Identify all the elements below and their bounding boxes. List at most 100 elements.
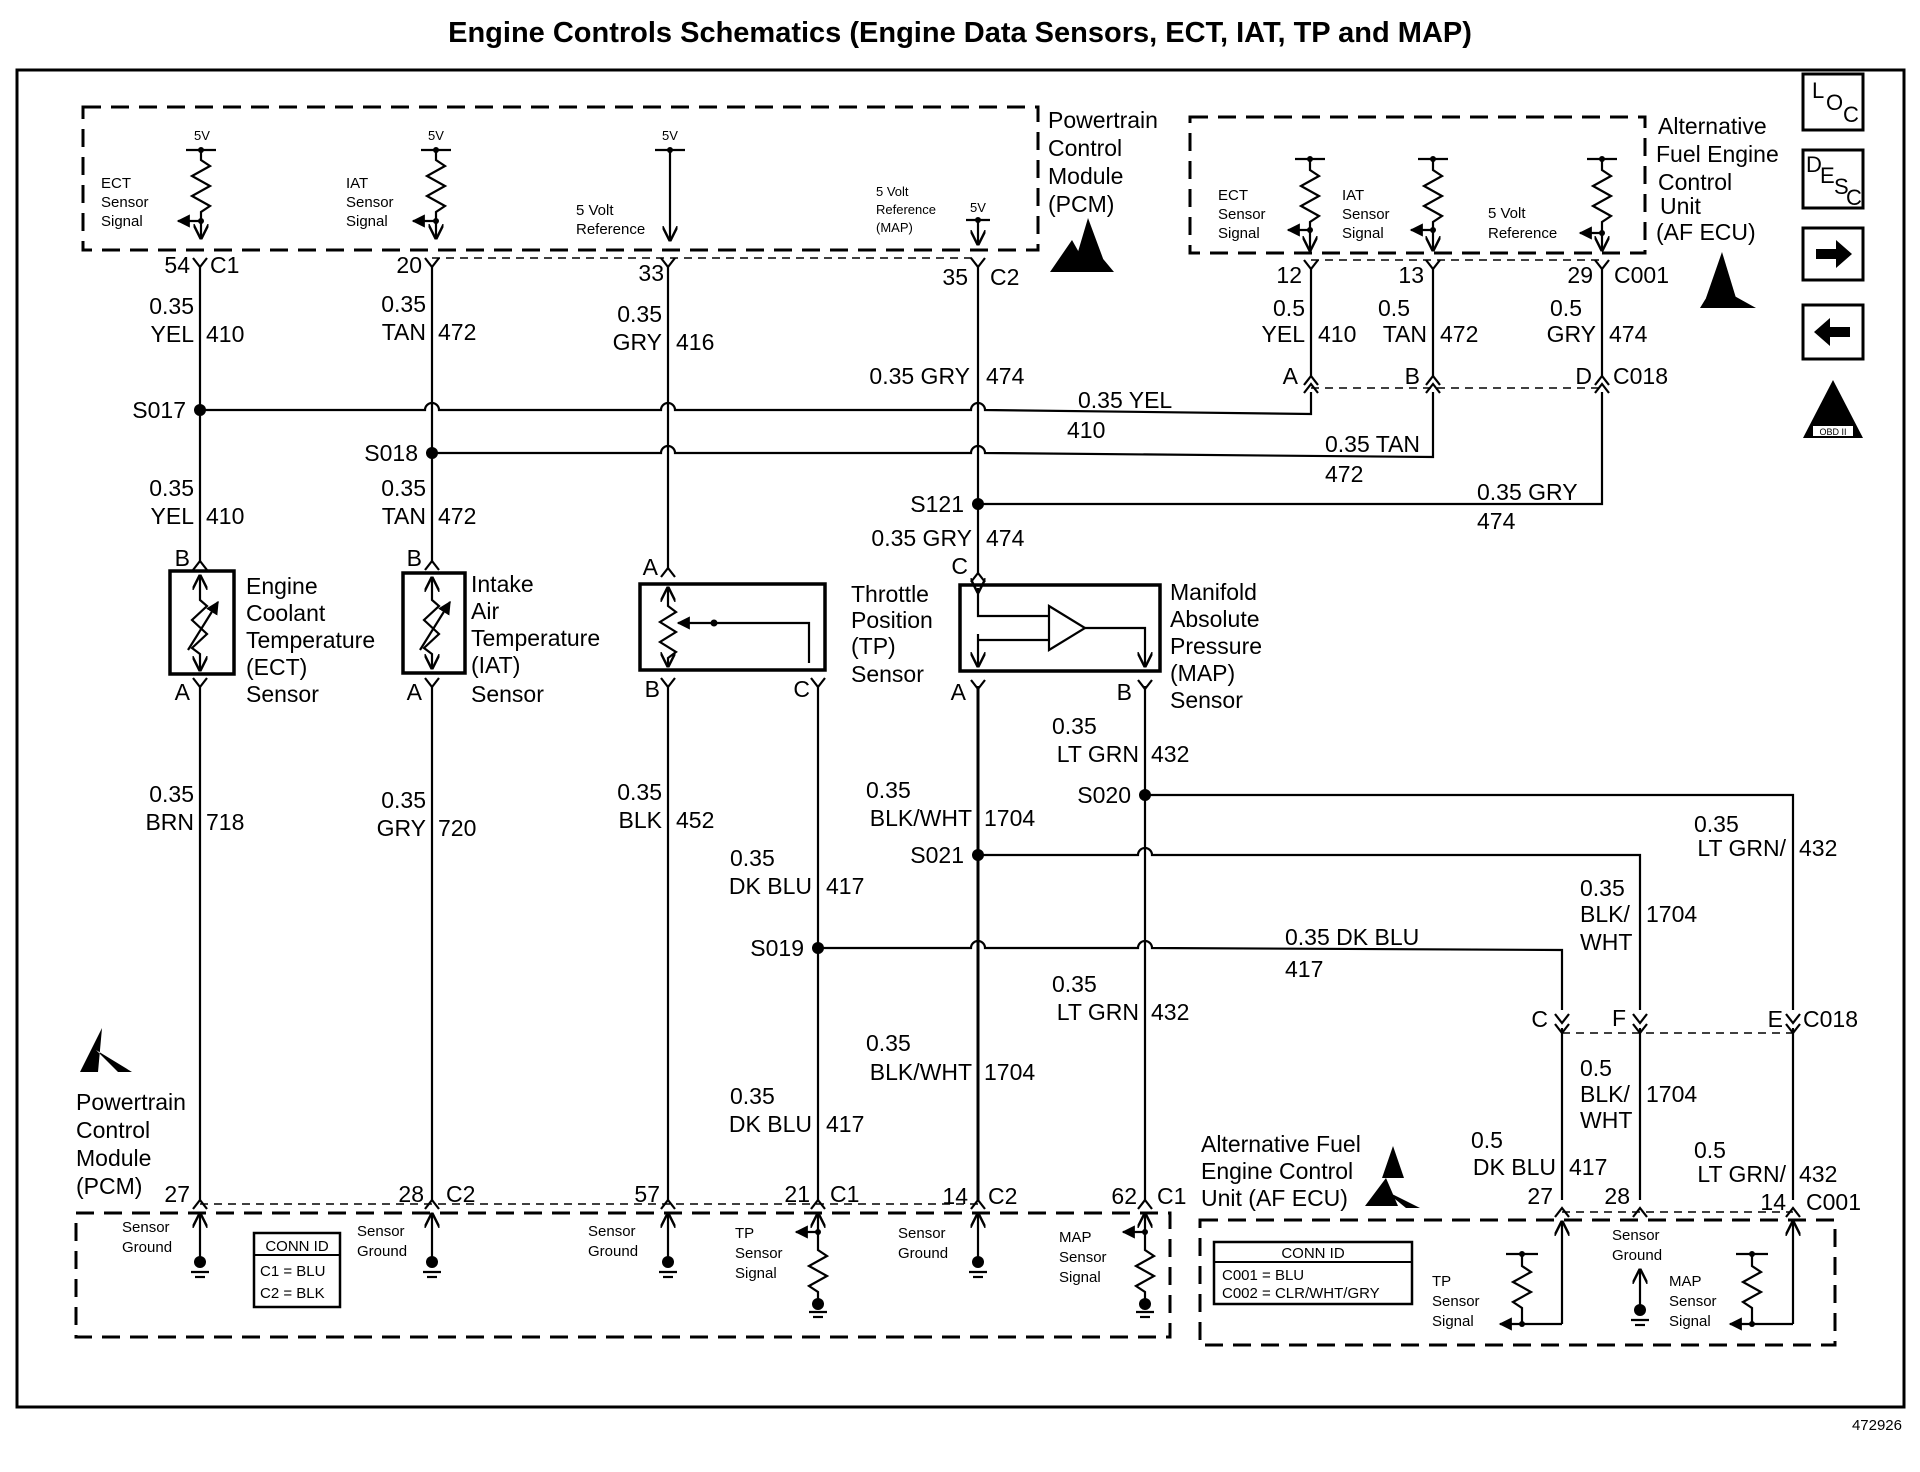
- svg-text:0.35 TAN: 0.35 TAN: [1325, 431, 1420, 457]
- location-button[interactable]: L O C: [1801, 72, 1865, 132]
- svg-text:417: 417: [826, 873, 864, 899]
- svg-text:Alternative Fuel: Alternative Fuel: [1201, 1131, 1361, 1157]
- splice-s121: S121: [910, 491, 964, 517]
- svg-text:12: 12: [1276, 262, 1302, 288]
- svg-text:0.5: 0.5: [1694, 1137, 1726, 1163]
- svg-text:410: 410: [206, 503, 244, 529]
- svg-text:C1 = BLU: C1 = BLU: [260, 1263, 325, 1280]
- svg-text:472: 472: [1440, 321, 1478, 347]
- svg-text:DK BLU: DK BLU: [729, 873, 812, 899]
- svg-text:(PCM): (PCM): [1048, 191, 1114, 217]
- svg-text:0.35 GRY: 0.35 GRY: [869, 363, 970, 389]
- svg-text:432: 432: [1151, 999, 1189, 1025]
- pcm-bottom-boundary: [74, 1211, 1172, 1339]
- svg-text:Sensor: Sensor: [588, 1223, 636, 1240]
- splice-s019: S019: [750, 935, 804, 961]
- ect-sensor: B A Engine Coolant Temperature (ECT) Sen…: [168, 545, 375, 707]
- svg-text:C: C: [793, 676, 810, 702]
- svg-text:Engine: Engine: [246, 573, 318, 599]
- desc-icon-e: E: [1820, 163, 1835, 188]
- svg-text:Sensor: Sensor: [898, 1225, 946, 1242]
- svg-text:MAP: MAP: [1059, 1229, 1092, 1246]
- svg-text:C001 = BLU: C001 = BLU: [1222, 1267, 1304, 1284]
- svg-text:27: 27: [1527, 1183, 1553, 1209]
- svg-text:0.5: 0.5: [1273, 295, 1305, 321]
- iat-sensor: B A Intake Air Temperature (IAT) Sensor: [401, 545, 600, 707]
- svg-text:Sensor: Sensor: [1170, 687, 1243, 713]
- pcm-map-signal: MAP Sensor Signal: [1059, 1214, 1157, 1319]
- svg-text:0.35: 0.35: [730, 1083, 775, 1109]
- svg-text:14: 14: [942, 1183, 968, 1209]
- svg-text:Fuel Engine: Fuel Engine: [1656, 141, 1779, 167]
- svg-text:C001: C001: [1806, 1189, 1861, 1215]
- svg-text:27: 27: [164, 1181, 190, 1207]
- svg-text:417: 417: [1569, 1154, 1607, 1180]
- splices: S017 S018 S121 S020 S021 S019: [132, 397, 1151, 961]
- afecu-top-label: Alternative Fuel Engine Control Unit (AF…: [1656, 113, 1779, 245]
- svg-text:0.35: 0.35: [381, 475, 426, 501]
- svg-text:C018: C018: [1803, 1006, 1858, 1032]
- svg-text:WHT: WHT: [1580, 929, 1632, 955]
- svg-text:432: 432: [1799, 835, 1837, 861]
- svg-text:410: 410: [1318, 321, 1356, 347]
- svg-text:TAN: TAN: [1383, 321, 1427, 347]
- pcm-top-label: Powertrain Control Module (PCM): [1048, 107, 1158, 217]
- svg-text:A: A: [407, 679, 423, 705]
- svg-text:0.35: 0.35: [1052, 971, 1097, 997]
- c018-bottom-connector: C F E C018: [1531, 1005, 1858, 1035]
- svg-text:LT GRN: LT GRN: [1057, 999, 1139, 1025]
- svg-text:Sensor: Sensor: [1218, 206, 1266, 223]
- svg-text:0.35: 0.35: [1052, 713, 1097, 739]
- svg-text:0.5: 0.5: [1550, 295, 1582, 321]
- svg-text:C2: C2: [446, 1181, 475, 1207]
- svg-text:Unit (AF ECU): Unit (AF ECU): [1201, 1185, 1348, 1211]
- svg-text:BLK: BLK: [619, 807, 663, 833]
- pcm-top-connectors: 54 C1 20 33 35 C2: [164, 252, 1019, 290]
- svg-text:Absolute: Absolute: [1170, 606, 1260, 632]
- svg-text:IAT: IAT: [346, 175, 368, 192]
- svg-text:Module: Module: [76, 1145, 151, 1171]
- svg-text:1704: 1704: [984, 805, 1035, 831]
- pcm-sensor-ground-ect: Sensor Ground: [122, 1214, 209, 1279]
- svg-text:YEL: YEL: [151, 503, 195, 529]
- svg-text:MAP: MAP: [1669, 1273, 1702, 1290]
- svg-text:416: 416: [676, 329, 714, 355]
- afecu-bottom-boundary: [1198, 1218, 1837, 1347]
- svg-text:CONN ID: CONN ID: [1281, 1245, 1345, 1262]
- afecu-top-boundary: [1188, 115, 1647, 255]
- figure-id: 472926: [1852, 1417, 1902, 1434]
- afecu-ect-pullup: ECT Sensor Signal: [1218, 156, 1325, 250]
- svg-text:Signal: Signal: [1342, 225, 1384, 242]
- page-title: Engine Controls Schematics (Engine Data …: [448, 17, 1472, 49]
- svg-text:474: 474: [986, 525, 1025, 551]
- afecu-bottom-connectors: 27 28 14 C001: [1527, 1183, 1861, 1218]
- svg-text:29: 29: [1567, 262, 1593, 288]
- description-button[interactable]: D E S C: [1801, 148, 1865, 210]
- next-page-button[interactable]: [1801, 226, 1865, 282]
- previous-page-button[interactable]: [1801, 303, 1865, 361]
- svg-text:5V: 5V: [428, 128, 444, 143]
- svg-text:5V: 5V: [662, 128, 678, 143]
- obd-ii-icon[interactable]: II OBD II: [1803, 380, 1863, 438]
- svg-text:Sensor: Sensor: [346, 194, 394, 211]
- pcm-5v-reference: 5V 5 Volt Reference: [576, 128, 685, 240]
- afecu-iat-pullup: IAT Sensor Signal: [1342, 156, 1448, 250]
- svg-text:Sensor: Sensor: [1612, 1227, 1660, 1244]
- svg-text:0.35: 0.35: [149, 293, 194, 319]
- svg-text:(TP): (TP): [851, 633, 896, 659]
- loc-icon-c: C: [1843, 102, 1859, 127]
- tp-sensor: A B C Throttle Position (TP) Sensor: [638, 554, 933, 702]
- svg-text:5 Volt: 5 Volt: [876, 184, 909, 199]
- svg-text:C1: C1: [210, 252, 239, 278]
- svg-text:YEL: YEL: [1262, 321, 1306, 347]
- svg-text:Ground: Ground: [588, 1243, 638, 1260]
- svg-text:B: B: [175, 545, 190, 571]
- svg-text:62: 62: [1111, 1183, 1137, 1209]
- svg-text:Pressure: Pressure: [1170, 633, 1262, 659]
- svg-text:Sensor: Sensor: [1432, 1293, 1480, 1310]
- svg-text:Sensor: Sensor: [246, 681, 319, 707]
- svg-text:DK BLU: DK BLU: [729, 1111, 812, 1137]
- svg-text:Signal: Signal: [346, 213, 388, 230]
- svg-text:0.35 YEL: 0.35 YEL: [1078, 387, 1172, 413]
